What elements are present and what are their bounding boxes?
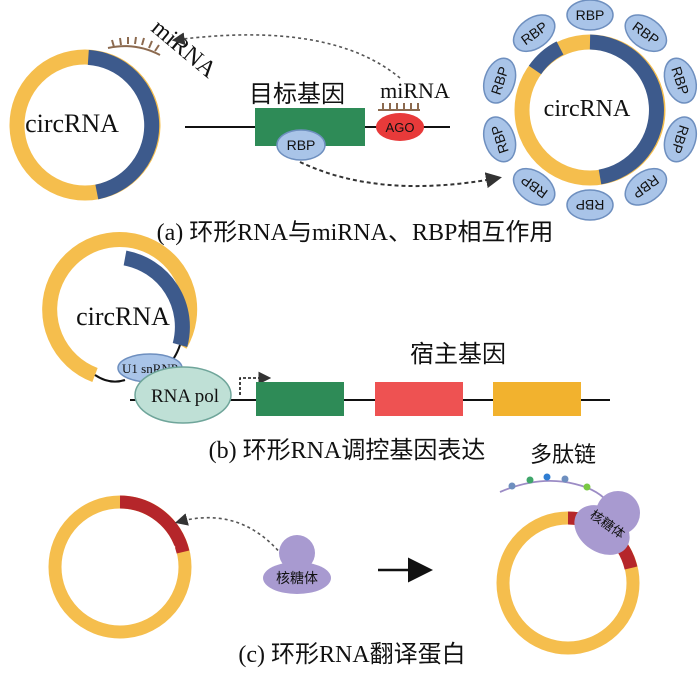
- panel-b: circRNA U1 snRNP RNA pol 宿主基因 (b) 环形RNA调…: [42, 232, 610, 464]
- circrna-ring-a-left: [9, 49, 161, 201]
- rbp-protein: RBP: [663, 57, 698, 104]
- mirna-label-a-left: miRNA: [146, 15, 221, 84]
- polypeptide-label: 多肽链: [530, 442, 596, 467]
- rbp-protein: RBP: [512, 167, 556, 206]
- ribosome-label-left: 核糖体: [276, 570, 318, 586]
- exon-green: [256, 382, 344, 416]
- rbp-ring: RBP RBP RBP RBP RBP RBP RBP RBP RBP RBP: [482, 0, 698, 221]
- mirna-comb-ago: [378, 103, 420, 111]
- mirna-label-a-right: miRNA: [380, 78, 450, 103]
- target-gene-label: 目标基因: [249, 81, 345, 108]
- caption-a: (a) 环形RNA与miRNA、RBP相互作用: [157, 219, 554, 246]
- rbp-protein: RBP: [512, 14, 556, 53]
- rbp-label-gene: RBP: [287, 137, 316, 153]
- rbp-protein: RBP: [624, 14, 668, 53]
- exon-yellow: [493, 382, 581, 416]
- caption-b: (b) 环形RNA调控基因表达: [209, 437, 486, 464]
- rbp-protein: RBP: [663, 116, 698, 163]
- circrna-label-a-right: circRNA: [544, 96, 631, 122]
- circrna-ring-a-right: [514, 34, 666, 186]
- rbp-protein: RBP: [482, 116, 517, 163]
- rbp-label: RBP: [576, 7, 605, 23]
- rbp-on-gene: [276, 129, 326, 161]
- ribosome-right: [574, 491, 640, 555]
- exon-red: [375, 382, 463, 416]
- rbp-protein: RBP: [566, 0, 614, 31]
- polypeptide-beads: [508, 473, 591, 491]
- rbp-label: RBP: [576, 197, 605, 213]
- rbp-protein: RBP: [624, 167, 668, 206]
- caption-c: (c) 环形RNA翻译蛋白: [238, 641, 465, 668]
- panel-c: IRES 核糖体 多肽链 核糖体: [48, 442, 640, 668]
- circrna-ring-c-left: [48, 495, 192, 639]
- dashed-arrow-rbp-to-circ: [299, 161, 502, 189]
- rbp-protein: RBP: [566, 189, 614, 221]
- ago-protein: [376, 113, 424, 141]
- rna-polymerase: [134, 366, 232, 424]
- dashed-arrow-ribosome-to-ires: [174, 513, 283, 556]
- pol-label: RNA pol: [151, 386, 219, 407]
- transcription-start-arrow: [239, 371, 272, 395]
- circrna-label-a-left: circRNA: [25, 109, 119, 138]
- polypeptide-chain: [499, 479, 611, 506]
- ago-label: AGO: [386, 120, 415, 135]
- mirna-comb-a-left: [107, 36, 161, 56]
- circrna-label-b: circRNA: [76, 302, 170, 331]
- rbp-protein: RBP: [482, 57, 517, 104]
- ribosome-left: [263, 535, 331, 594]
- panel-a: circRNA miRNA 目标基因 RBP: [9, 0, 698, 246]
- host-gene-label: 宿主基因: [410, 341, 506, 368]
